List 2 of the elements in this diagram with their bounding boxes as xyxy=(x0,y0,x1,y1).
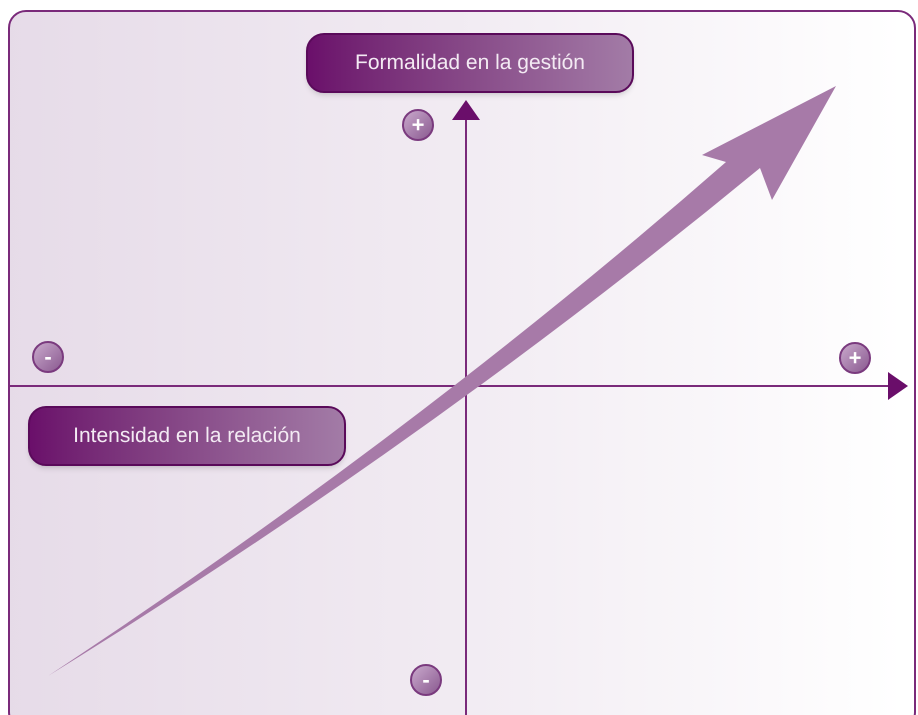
label-pill: Formalidad en la gestión xyxy=(306,33,634,93)
label-pill: Intensidad en la relación xyxy=(28,406,346,466)
